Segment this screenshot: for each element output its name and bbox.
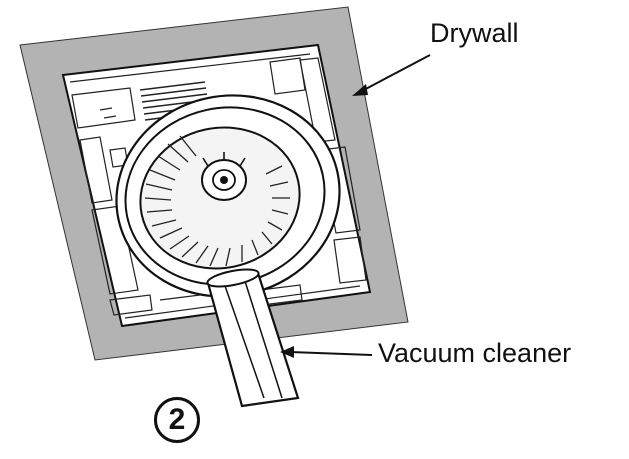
step-number-badge: 2	[154, 397, 200, 443]
blower-wheel	[115, 94, 341, 298]
vacuum-nozzle	[206, 268, 300, 408]
vacuum-cleaner-label: Vacuum cleaner	[378, 338, 572, 368]
drywall-leader	[352, 54, 431, 96]
vacuum-leader	[280, 346, 373, 358]
drywall-label: Drywall	[430, 18, 519, 48]
housing-details	[69, 53, 367, 319]
